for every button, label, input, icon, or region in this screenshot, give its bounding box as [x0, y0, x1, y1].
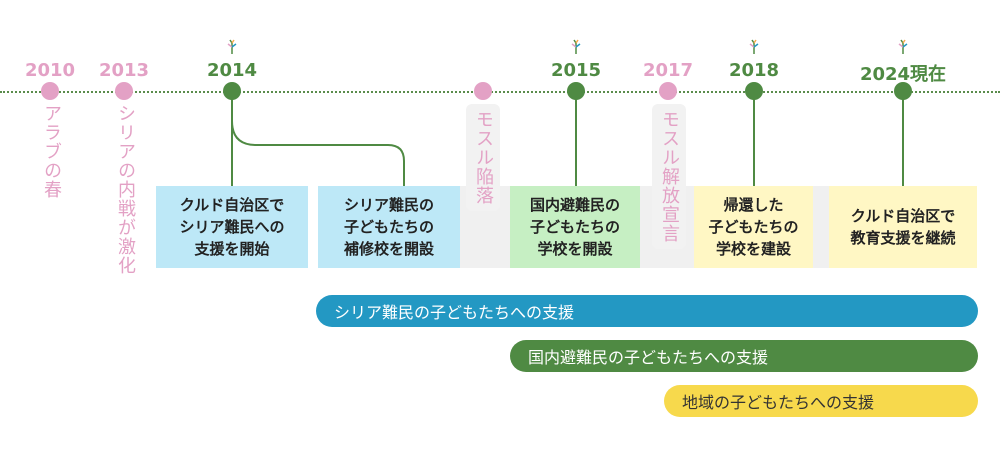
context-event: シリアの内戦が激化: [115, 104, 136, 275]
timeline-dot: [115, 82, 133, 100]
context-event: アラブの春: [41, 104, 62, 199]
year-label: 2013: [98, 60, 150, 81]
program-label: 国内避難民の子どもたちへの支援: [528, 348, 769, 367]
connector-branch: [231, 120, 405, 186]
milestone-text: クルド自治区で シリア難民への 支援を開始: [179, 196, 285, 258]
context-event: モスル陥落: [466, 104, 500, 211]
program-bar: シリア難民の子どもたちへの支援: [316, 295, 978, 327]
timeline-dot: [474, 82, 492, 100]
connector-line: [231, 91, 233, 186]
sprout-icon: [749, 39, 759, 54]
milestone-card: 国内避難民の 子どもたちの 学校を開設: [510, 186, 640, 268]
year-label: 2014: [206, 60, 258, 81]
timeline-axis: [0, 91, 1000, 93]
year-label: 2017: [642, 60, 694, 81]
milestone-card: クルド自治区で シリア難民への 支援を開始: [156, 186, 308, 268]
program-bar: 国内避難民の子どもたちへの支援: [510, 340, 978, 372]
milestone-text: 帰還した 子どもたちの 学校を建設: [708, 196, 799, 258]
milestone-text: シリア難民の 子どもたちの 補修校を開設: [343, 196, 434, 258]
program-label: シリア難民の子どもたちへの支援: [334, 303, 575, 322]
timeline-dot: [41, 82, 59, 100]
milestone-text: クルド自治区で 教育支援を継続: [850, 207, 956, 247]
year-label: 2015: [550, 60, 602, 81]
year-label: 2010: [24, 60, 76, 81]
milestone-card: クルド自治区で 教育支援を継続: [829, 186, 977, 268]
sprout-icon: [898, 39, 908, 54]
context-event: モスル解放宣言: [652, 104, 686, 249]
milestone-text: 国内避難民の 子どもたちの 学校を開設: [529, 196, 620, 258]
year-label: 2024現在: [859, 64, 947, 85]
context-bg: [813, 186, 829, 268]
timeline-dot: [659, 82, 677, 100]
program-bar: 地域の子どもたちへの支援: [664, 385, 978, 417]
connector-line: [753, 91, 755, 186]
sprout-icon: [227, 39, 237, 54]
milestone-card: 帰還した 子どもたちの 学校を建設: [694, 186, 813, 268]
connector-line: [902, 91, 904, 186]
connector-line: [575, 91, 577, 186]
sprout-icon: [571, 39, 581, 54]
program-label: 地域の子どもたちへの支援: [682, 393, 875, 412]
milestone-card: シリア難民の 子どもたちの 補修校を開設: [318, 186, 460, 268]
year-label: 2018: [728, 60, 780, 81]
